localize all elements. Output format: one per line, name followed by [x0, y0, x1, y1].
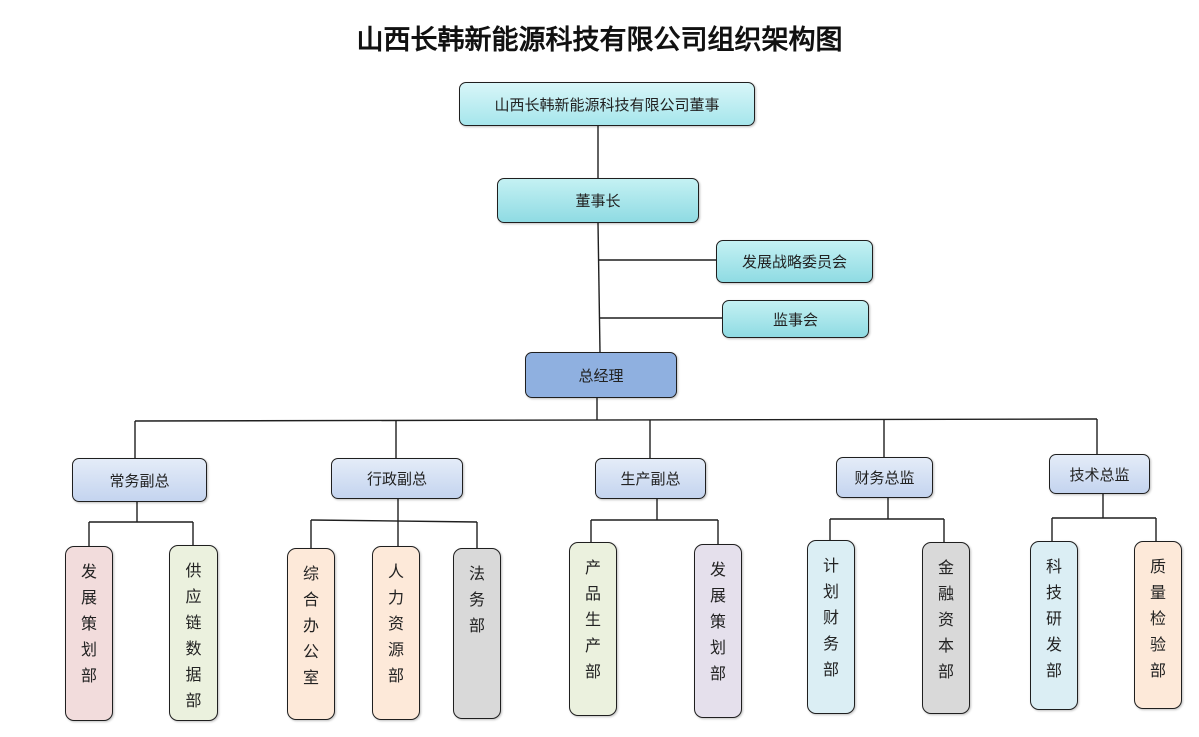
dept-planning-finance: 计划财务部 — [807, 540, 855, 714]
dept-human-resources: 人力资源部 — [372, 546, 420, 720]
line-chairman-gm — [597, 222, 601, 353]
node-vp-administration: 行政副总 — [331, 458, 463, 499]
node-strategy-committee: 发展战略委员会 — [716, 240, 873, 283]
node-vp-executive: 常务副总 — [72, 458, 207, 502]
node-supervisors: 监事会 — [722, 300, 869, 338]
node-cto: 技术总监 — [1049, 454, 1150, 494]
node-chairman: 董事长 — [497, 178, 699, 223]
dept-financial-capital: 金融资本部 — [922, 542, 970, 714]
dept-product-production: 产品生产部 — [569, 542, 617, 716]
node-vp-production: 生产副总 — [595, 458, 706, 499]
dept-development-planning-2: 发展策划部 — [694, 544, 742, 718]
dept-legal: 法务部 — [453, 548, 501, 719]
dept-general-office: 综合办公室 — [287, 548, 335, 720]
node-board: 山西长韩新能源科技有限公司董事 — [459, 82, 755, 126]
node-general-manager: 总经理 — [525, 352, 677, 398]
dept-research-development: 科技研发部 — [1030, 541, 1078, 710]
dept-development-planning-1: 发展策划部 — [65, 546, 113, 721]
chart-title: 山西长韩新能源科技有限公司组织架构图 — [356, 25, 843, 56]
line-top-bus — [134, 418, 1098, 422]
dept-quality-inspection: 质量检验部 — [1134, 541, 1182, 709]
node-cfo: 财务总监 — [836, 457, 933, 498]
vp2-bus — [310, 519, 478, 523]
dept-supply-chain-data: 供应链数据部 — [169, 545, 218, 721]
